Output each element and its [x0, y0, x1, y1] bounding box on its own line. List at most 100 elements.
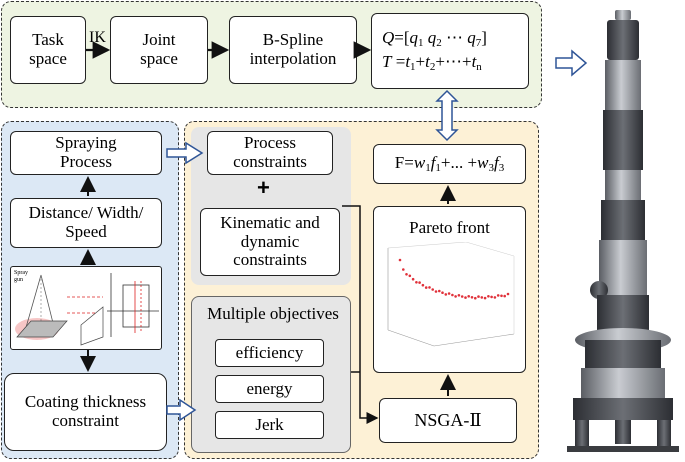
pareto-point: [483, 296, 487, 300]
pareto-point: [460, 294, 464, 298]
pareto-point: [474, 296, 477, 300]
pareto-point: [490, 295, 493, 298]
f1: f: [430, 153, 436, 173]
nsga-label: NSGA-Ⅱ: [414, 409, 482, 430]
f3: f: [493, 153, 499, 173]
q-symbol: Q: [382, 28, 395, 47]
pareto-point: [418, 280, 421, 284]
joint-space-box: Joint space: [110, 16, 208, 84]
t1: t: [405, 51, 411, 71]
pareto-point: [408, 274, 412, 277]
hollow-arrow-robot: [555, 49, 588, 77]
coating-box: Coating thickness constraint: [4, 373, 167, 451]
pareto-point: [441, 291, 444, 294]
pareto-point: [506, 292, 510, 295]
pareto-point: [470, 295, 474, 299]
bspline-label: B-Spline interpolation: [249, 30, 337, 68]
pareto-point: [467, 294, 470, 298]
pareto-point: [503, 294, 506, 298]
q1-sub: 1: [418, 37, 424, 49]
hollow-arrow-coating: [166, 398, 197, 422]
pareto-point: [402, 267, 405, 271]
t1-sub: 1: [410, 60, 416, 73]
t2: t: [425, 51, 430, 71]
pareto-point: [415, 280, 418, 284]
pareto-point: [500, 294, 503, 297]
joint-space-label: Joint space: [140, 30, 178, 68]
pareto-point: [451, 293, 454, 296]
q7: q: [467, 28, 476, 47]
pareto-point: [496, 293, 500, 297]
pareto-point: [454, 294, 457, 298]
q7-sub: 7: [475, 37, 482, 49]
f-formula: F=w1f1+... +w3f3: [395, 153, 504, 175]
process-constraints-box: Process constraints: [207, 131, 333, 175]
w1-sub: 1: [425, 162, 431, 175]
w3: w: [477, 153, 489, 173]
robot-illustration: [567, 10, 679, 452]
q2-sub: 2: [436, 37, 442, 49]
spraying-process-label: Spraying Process: [55, 133, 117, 171]
jerk-label: Jerk: [255, 414, 284, 434]
multiple-objectives-label: Multiple objectives: [207, 304, 339, 323]
nsga-box: NSGA-Ⅱ: [379, 398, 517, 443]
task-space-box: Task space: [10, 16, 86, 84]
q-formula: Q=[q1 q2 ⋯ q7]: [382, 28, 528, 50]
pareto-point: [434, 289, 438, 293]
q1: q: [409, 28, 419, 47]
pareto-point: [480, 295, 484, 299]
sketch-box: Spray gun: [10, 266, 162, 350]
energy-box: energy: [215, 375, 324, 403]
q2: q: [427, 28, 437, 47]
t-eq: =: [391, 51, 406, 71]
task-space-label: Task space: [29, 30, 67, 68]
distance-label: Distance/ Width/ Speed: [28, 203, 144, 241]
t-plus: +: [415, 51, 426, 71]
pareto-point: [464, 295, 467, 299]
f-formula-box: F=w1f1+... +w3f3: [373, 144, 526, 184]
energy-label: energy: [246, 378, 293, 398]
pareto-point: [421, 283, 425, 287]
pareto-point: [405, 272, 408, 276]
pareto-box: Pareto front: [373, 206, 526, 373]
coating-label: Coating thickness constraint: [24, 392, 147, 430]
w1: w: [413, 153, 426, 173]
bracket-connector: [342, 205, 379, 424]
pareto-label: Pareto front: [409, 218, 490, 237]
distance-box: Distance/ Width/ Speed: [10, 198, 162, 248]
f-lhs: F=: [394, 153, 414, 173]
plus-sign: +: [257, 175, 270, 200]
efficiency-box: efficiency: [215, 339, 324, 367]
pareto-point: [447, 291, 451, 295]
pareto-point: [428, 285, 431, 289]
t2-sub: 2: [429, 60, 436, 73]
pareto-point: [411, 277, 415, 281]
pareto-point: [477, 294, 480, 298]
pareto-point: [398, 258, 402, 261]
pareto-point: [444, 292, 448, 296]
pareto-point: [431, 287, 434, 291]
kinematic-box: Kinematic and dynamic constraints: [200, 208, 340, 276]
sketch-label: Spray gun: [14, 270, 28, 283]
process-constraints-label: Process constraints: [233, 133, 307, 171]
pareto-point: [487, 294, 490, 298]
t-symbol: T: [382, 51, 392, 71]
spraying-process-box: Spraying Process: [10, 131, 162, 175]
q-t-box: Q=[q1 q2 ⋯ q7] T =t1+t2+⋯+tn: [371, 13, 529, 89]
pareto-point: [457, 293, 461, 297]
t-rest: +⋯+: [435, 51, 472, 71]
spray-sketch: [15, 273, 159, 346]
f3-sub: 3: [498, 162, 505, 175]
t-formula: T =t1+t2+⋯+tn: [382, 52, 528, 74]
w3-sub: 3: [488, 162, 494, 175]
jerk-box: Jerk: [215, 411, 324, 439]
tn: t: [471, 51, 477, 71]
hollow-double-arrow: [435, 89, 459, 142]
efficiency-label: efficiency: [235, 342, 304, 362]
f-mid: +... +: [440, 153, 478, 173]
kinematic-label: Kinematic and dynamic constraints: [220, 212, 320, 270]
pareto-plot: [387, 241, 515, 346]
tn-sub: n: [476, 60, 482, 73]
pareto-point: [438, 289, 441, 292]
